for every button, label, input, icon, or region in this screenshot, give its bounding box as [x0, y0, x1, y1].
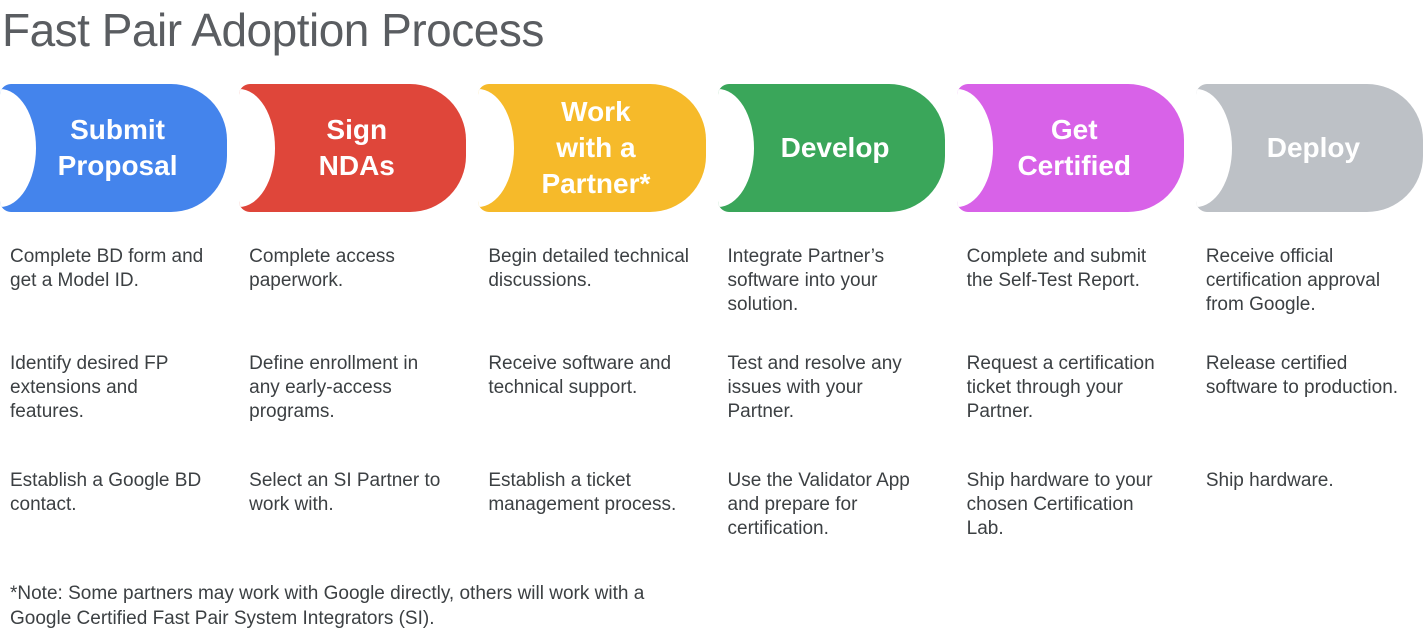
step-text: Receive official certification approval … — [1205, 246, 1381, 316]
stage-pill-develop: Develop — [717, 84, 945, 213]
stage-label-work-with-partner: Work with a Partner* — [541, 96, 651, 200]
step-text: Complete BD form and get a Model ID. — [10, 246, 204, 292]
step-text: Use the Validator App and prepare for ce… — [727, 470, 910, 540]
stage-pill-get-certified: Get Certified — [956, 84, 1184, 213]
step-text: Establish a ticket management process. — [488, 470, 677, 516]
stage-header-row: Submit Proposal Sign NDAs Work with a Pa… — [0, 84, 1423, 213]
stage-pill-deploy: Deploy — [1195, 84, 1423, 213]
page-title: Fast Pair Adoption Process — [2, 4, 544, 56]
stage-label-sign-ndas: Sign NDAs — [318, 114, 395, 182]
step-text: Integrate Partner’s software into your s… — [727, 246, 885, 316]
step-text: Request a certification ticket through y… — [966, 353, 1155, 423]
stage-label-submit-proposal: Submit Proposal — [57, 114, 178, 182]
step-text: Complete access paperwork. — [249, 246, 395, 292]
step-text: Ship hardware to your chosen Certificati… — [966, 470, 1153, 540]
step-text: Define enrollment in any early-access pr… — [249, 353, 419, 423]
step-text: Test and resolve any issues with your Pa… — [727, 353, 902, 423]
step-text: Complete and submit the Self-Test Report… — [966, 246, 1147, 292]
step-text: Select an SI Partner to work with. — [249, 470, 441, 516]
stage-label-get-certified: Get Certified — [1017, 114, 1132, 182]
step-text: Identify desired FP extensions and featu… — [10, 353, 169, 423]
step-text: Release certified software to production… — [1205, 353, 1399, 399]
step-text: Receive software and technical support. — [488, 353, 672, 399]
stage-label-develop: Develop — [780, 132, 890, 164]
step-text: Begin detailed technical discussions. — [488, 246, 690, 292]
step-text: Ship hardware. — [1205, 470, 1334, 492]
stage-pill-sign-ndas: Sign NDAs — [239, 84, 467, 213]
steps-grid: Complete BD form and get a Model ID. Com… — [0, 245, 1423, 541]
stage-pill-work-with-partner: Work with a Partner* — [478, 84, 706, 213]
stage-label-deploy: Deploy — [1266, 132, 1361, 164]
step-text: Establish a Google BD contact. — [10, 470, 202, 516]
stage-pill-submit-proposal: Submit Proposal — [0, 84, 228, 213]
footnote: *Note: Some partners may work with Googl… — [10, 583, 645, 630]
